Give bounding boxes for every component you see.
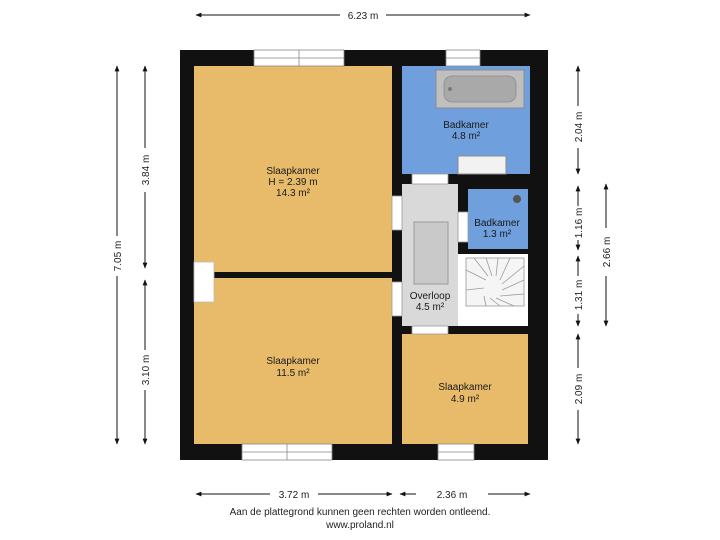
label-bedroom-small: Slaapkamer 4.9 m² bbox=[438, 382, 492, 405]
room-name: Badkamer bbox=[443, 120, 489, 131]
label-bedroom-bottom: Slaapkamer 11.5 m² bbox=[266, 356, 320, 379]
room-bedroom-small bbox=[402, 334, 528, 444]
drain bbox=[513, 195, 521, 203]
website-text: www.proland.nl bbox=[326, 520, 394, 531]
room-area: 4.5 m² bbox=[416, 302, 445, 313]
dim-right-small-bath: 1.16 m bbox=[574, 208, 585, 239]
landing-cabinet bbox=[413, 221, 449, 285]
room-area: 4.8 m² bbox=[452, 131, 481, 142]
dim-left-total: 7.05 m bbox=[113, 241, 124, 272]
room-name: Badkamer bbox=[474, 218, 520, 229]
label-bedroom-large: Slaapkamer H = 2.39 m 14.3 m² bbox=[266, 166, 320, 199]
window-mullions bbox=[242, 50, 480, 460]
room-bedroom-large bbox=[194, 66, 392, 272]
disclaimer-text: Aan de plattegrond kunnen geen rechten w… bbox=[229, 507, 491, 518]
room-name: Slaapkamer bbox=[438, 382, 492, 393]
dim-right-stairs: 1.31 m bbox=[574, 280, 585, 311]
room-name: Overloop bbox=[410, 291, 451, 302]
doors bbox=[391, 173, 469, 335]
dim-left-lower: 3.10 m bbox=[141, 355, 152, 386]
label-landing: Overloop 4.5 m² bbox=[410, 291, 451, 313]
room-area: 11.5 m² bbox=[276, 368, 310, 379]
room-name: Slaapkamer bbox=[266, 166, 320, 177]
dim-right-bedroom: 2.09 m bbox=[574, 374, 585, 405]
dim-right-total: 2.66 m bbox=[602, 237, 613, 268]
staircase bbox=[465, 257, 525, 307]
room-bedroom-bottom bbox=[194, 278, 392, 444]
room-name: Slaapkamer bbox=[266, 356, 320, 367]
bathtub bbox=[435, 69, 525, 109]
label-bathroom-small: Badkamer 1.3 m² bbox=[474, 218, 520, 240]
dim-right-bath: 2.04 m bbox=[574, 112, 585, 143]
sink bbox=[457, 155, 507, 175]
dim-bottom-left: 3.72 m bbox=[279, 490, 310, 501]
room-height: H = 2.39 m bbox=[268, 177, 317, 188]
shaft bbox=[193, 261, 215, 303]
dim-bottom-right: 2.36 m bbox=[437, 490, 468, 501]
room-area: 1.3 m² bbox=[483, 229, 512, 240]
room-area: 4.9 m² bbox=[451, 394, 480, 405]
dim-top-total: 6.23 m bbox=[348, 11, 379, 22]
room-area: 14.3 m² bbox=[276, 188, 311, 199]
label-bathroom: Badkamer 4.8 m² bbox=[443, 120, 489, 142]
dim-left-upper: 3.84 m bbox=[141, 155, 152, 186]
